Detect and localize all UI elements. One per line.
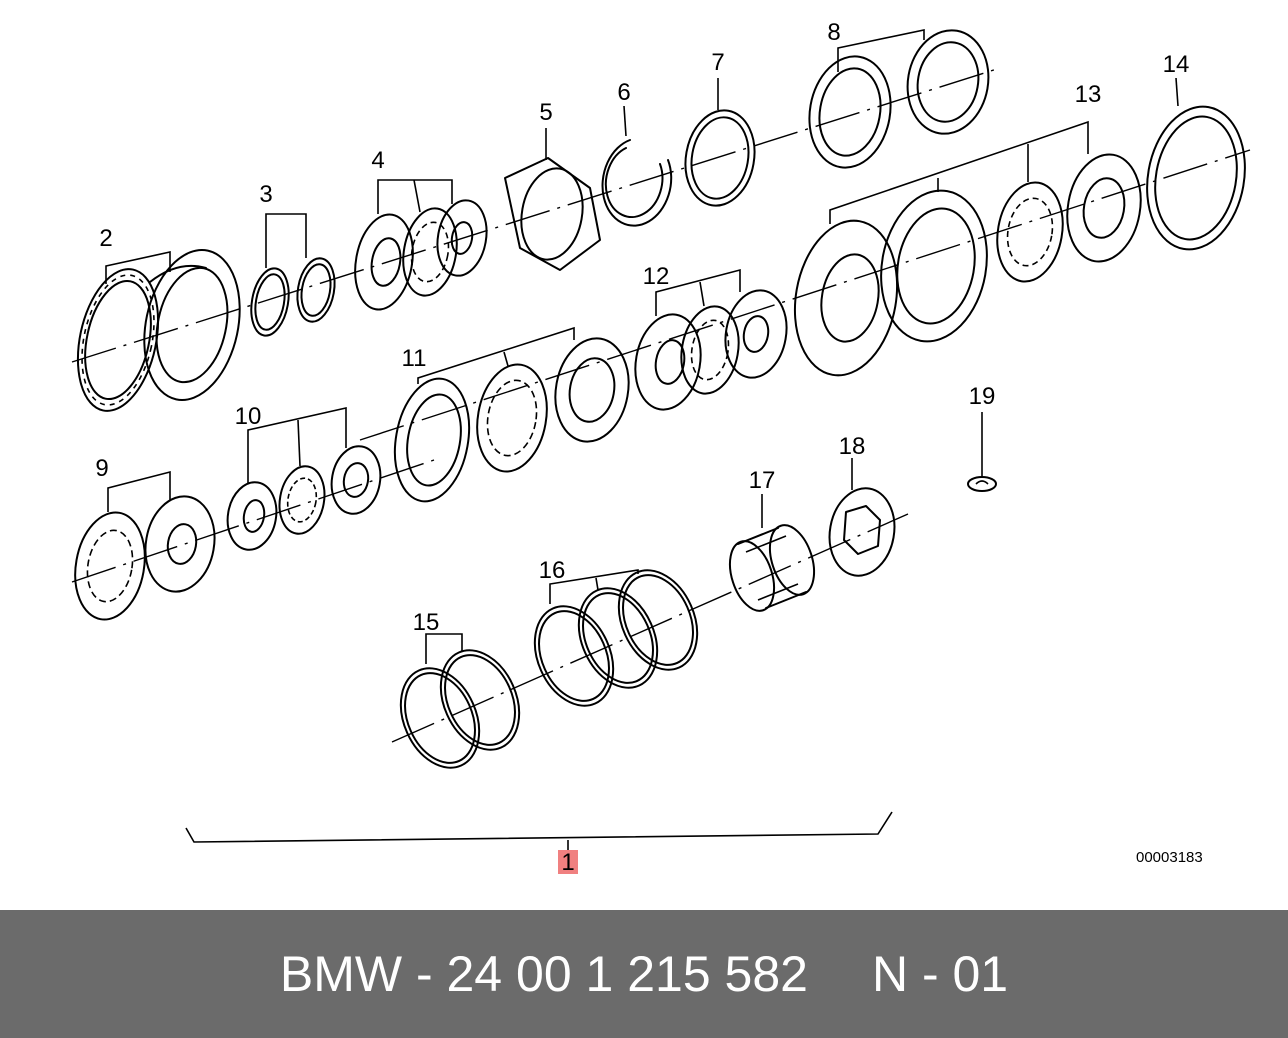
callout-17: 17	[749, 467, 776, 494]
callout-15: 15	[413, 609, 440, 636]
callout-16: 16	[539, 557, 566, 584]
part-13	[793, 153, 1142, 377]
part-9	[74, 495, 216, 621]
callout-3: 3	[259, 181, 272, 208]
diagram-canvas: 1 2 3 4 5 6 7 8 9 10 11 12 13 14 15 16 1…	[71, 19, 1251, 876]
axis-row-3	[71, 457, 441, 583]
callout-9: 9	[95, 455, 108, 482]
axis-row-1	[71, 67, 1001, 363]
part-11	[393, 337, 630, 503]
part-4	[354, 199, 488, 311]
axis-row-4	[391, 513, 909, 743]
axis-row-2	[359, 149, 1251, 441]
callout-18: 18	[839, 433, 866, 460]
part-16	[533, 569, 699, 707]
leader-lines	[105, 29, 1179, 852]
part-19	[967, 412, 997, 492]
part-5	[504, 157, 601, 271]
exploded-parts-diagram: 1 2 3 4 5 6 7 8 9 10 11 12 13 14 15 16 1…	[71, 19, 1251, 876]
part-6	[601, 139, 673, 227]
callout-4: 4	[371, 147, 384, 174]
callout-1-highlight	[558, 850, 578, 874]
part-number-text: BMW - 24 00 1 215 582	[279, 946, 808, 1002]
callout-8: 8	[827, 19, 840, 46]
callout-12: 12	[643, 263, 670, 290]
part-8	[808, 29, 990, 169]
callout-2: 2	[99, 225, 112, 252]
callout-11: 11	[402, 345, 427, 372]
diagram-reference-code: 00003183	[1136, 849, 1203, 866]
variant-text: N - 01	[871, 946, 1009, 1002]
callout-1: 1	[561, 849, 574, 876]
callout-19: 19	[969, 383, 996, 410]
part-2	[76, 249, 241, 412]
part-14	[1146, 105, 1246, 251]
callout-7: 7	[711, 49, 724, 76]
part-3	[250, 257, 336, 337]
callout-14: 14	[1163, 51, 1190, 78]
callout-5: 5	[539, 99, 552, 126]
part-10	[226, 445, 382, 551]
callout-labels: 1 2 3 4 5 6 7 8 9 10 11 12 13 14 15 16 1…	[95, 19, 1202, 876]
part-7	[684, 109, 756, 207]
callout-13: 13	[1075, 81, 1102, 108]
part-17	[728, 524, 816, 612]
part-number-footer: BMW - 24 00 1 215 582 N - 01	[0, 910, 1288, 1038]
callout-6: 6	[617, 79, 630, 106]
callout-10: 10	[235, 403, 262, 430]
part-12	[634, 289, 788, 411]
part-18	[828, 487, 896, 577]
part-15	[399, 649, 521, 769]
